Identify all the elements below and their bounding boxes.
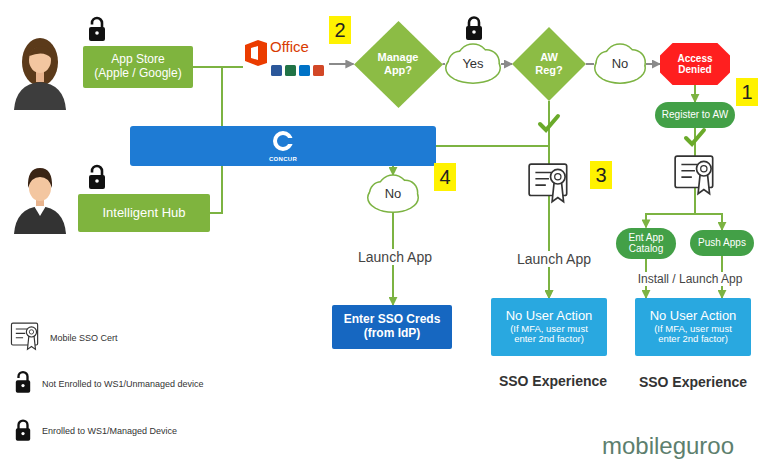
legend-label: Enrolled to WS1/Managed Device	[42, 426, 177, 437]
app-logo: Office	[243, 38, 329, 82]
step-label: Launch App	[355, 249, 435, 266]
node-text: Office	[270, 38, 309, 55]
legend-label: Mobile SSO Cert	[50, 333, 118, 344]
stop-octagon: Access Denied	[660, 43, 730, 85]
legend-icon	[11, 323, 37, 349]
step-label: Launch App	[514, 251, 594, 268]
octagon-fill	[660, 43, 730, 85]
outcome-label: SSO Experience	[639, 374, 747, 391]
callout-number: 4	[434, 163, 455, 191]
outcome-label: SSO Experience	[499, 373, 607, 390]
app-icon	[299, 65, 310, 76]
result-box: No User Action(If MFA, user must enter 2…	[491, 298, 607, 356]
node-text: No	[612, 57, 629, 72]
source-box: App Store (Apple / Google)	[83, 46, 193, 88]
node-text: No	[385, 187, 402, 202]
concur-mark	[286, 138, 295, 144]
app-logo: CONCUR	[130, 126, 436, 166]
legend-icon	[16, 421, 30, 441]
node-text: Manage App?	[373, 51, 423, 76]
app-icon	[285, 65, 296, 76]
node-text: Push Apps	[698, 237, 746, 249]
answer-cloud: No	[594, 44, 646, 84]
connector	[586, 63, 594, 65]
sso-cert-icon	[529, 164, 567, 202]
check-mark	[686, 130, 704, 144]
node-text: No User Action	[506, 309, 593, 324]
node-text: Register to AW	[662, 109, 728, 121]
office-icon	[245, 40, 267, 66]
locked-icon	[466, 18, 482, 41]
diamond-fill	[354, 21, 443, 108]
connector	[694, 85, 696, 102]
box-fill	[635, 298, 751, 356]
watermark: mobileguroo	[602, 432, 734, 461]
action-pill: Register to AW	[655, 102, 735, 128]
unlocked-icon	[89, 166, 105, 189]
sso-cert-icon	[675, 156, 713, 194]
step-label: Install / Launch App	[635, 272, 746, 286]
callout-number: 3	[590, 161, 611, 189]
woman-figure	[14, 38, 66, 110]
action-pill: Push Apps	[690, 230, 754, 256]
node-text: CONCUR	[130, 156, 436, 163]
check-mark	[540, 116, 558, 130]
answer-cloud: Yes	[445, 44, 501, 84]
node-text: Enter SSO Creds (from IdP)	[340, 313, 444, 341]
node-text: App Store (Apple / Google)	[93, 53, 183, 81]
node-text: Intelligent Hub	[102, 206, 185, 221]
box-fill	[690, 230, 754, 256]
legend-label: Not Enrolled to WS1/Unmanaged device	[42, 379, 204, 390]
box-fill	[78, 194, 210, 232]
legend-icon	[16, 372, 30, 393]
node-text: (If MFA, user must enter 2nd factor)	[643, 324, 743, 346]
box-fill	[616, 228, 676, 259]
callout-number: 2	[329, 16, 350, 44]
unlocked-icon	[89, 18, 105, 41]
box-fill	[83, 46, 193, 88]
app-icon	[313, 65, 324, 76]
connector	[646, 63, 660, 65]
decision-diamond: Manage App?	[354, 21, 443, 108]
node-text: (If MFA, user must enter 2nd factor)	[499, 324, 599, 346]
source-box: Intelligent Hub	[78, 194, 210, 232]
node-text: Ent App Catalog	[623, 232, 669, 255]
decision-diamond: AW Reg?	[512, 27, 586, 101]
connector	[443, 63, 446, 65]
office-icon	[251, 46, 258, 60]
connector	[329, 63, 354, 65]
man-figure	[14, 168, 66, 234]
connector	[501, 63, 512, 65]
diamond-fill	[512, 27, 586, 101]
result-box: No User Action(If MFA, user must enter 2…	[635, 298, 751, 356]
connector	[548, 101, 550, 298]
app-icon	[271, 65, 282, 76]
box-fill	[332, 305, 452, 349]
action-pill: Ent App Catalog	[616, 228, 676, 259]
answer-cloud: No	[367, 175, 419, 213]
node-text: Yes	[462, 57, 483, 72]
concur-tile	[130, 126, 436, 166]
node-text: AW Reg?	[532, 51, 566, 76]
box-fill	[655, 102, 735, 128]
box-fill	[491, 298, 607, 356]
node-text: Access Denied	[669, 53, 721, 76]
node-text: No User Action	[650, 309, 737, 324]
result-box: Enter SSO Creds (from IdP)	[332, 305, 452, 349]
callout-number: 1	[736, 78, 757, 106]
